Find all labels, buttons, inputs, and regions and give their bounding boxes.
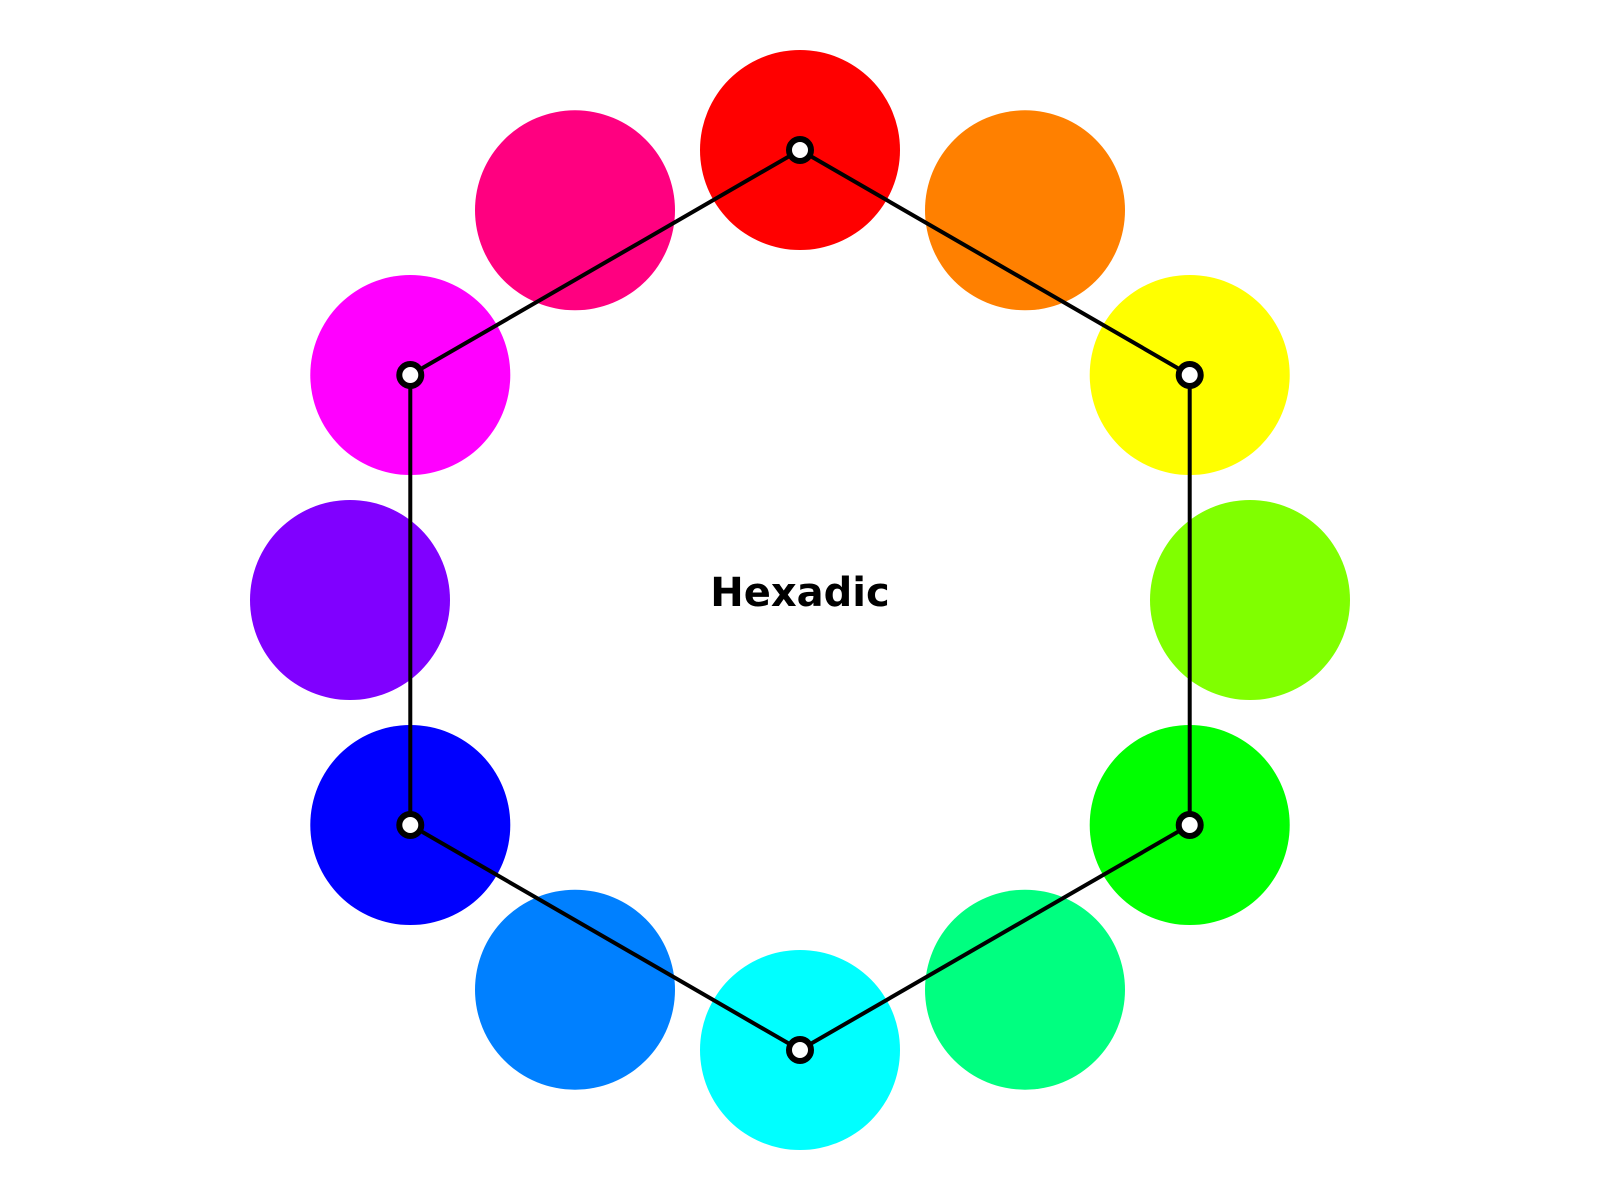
color-swatch-orange bbox=[925, 110, 1125, 311]
selection-markers bbox=[396, 136, 1204, 1064]
selection-marker-blue bbox=[396, 811, 425, 839]
selection-marker-red bbox=[786, 136, 814, 164]
scheme-title: Hexadic bbox=[710, 570, 889, 616]
color-swatch-chartreuse bbox=[1150, 500, 1350, 700]
color-swatch-violet bbox=[250, 500, 450, 700]
color-swatch-spring-green bbox=[925, 889, 1125, 1090]
color-swatch-rose bbox=[475, 110, 675, 311]
selection-marker-green bbox=[1175, 811, 1204, 839]
selection-marker-yellow bbox=[1175, 361, 1204, 389]
color-swatch-azure bbox=[475, 889, 675, 1090]
selection-marker-cyan bbox=[786, 1036, 814, 1064]
selection-marker-magenta bbox=[396, 361, 425, 389]
